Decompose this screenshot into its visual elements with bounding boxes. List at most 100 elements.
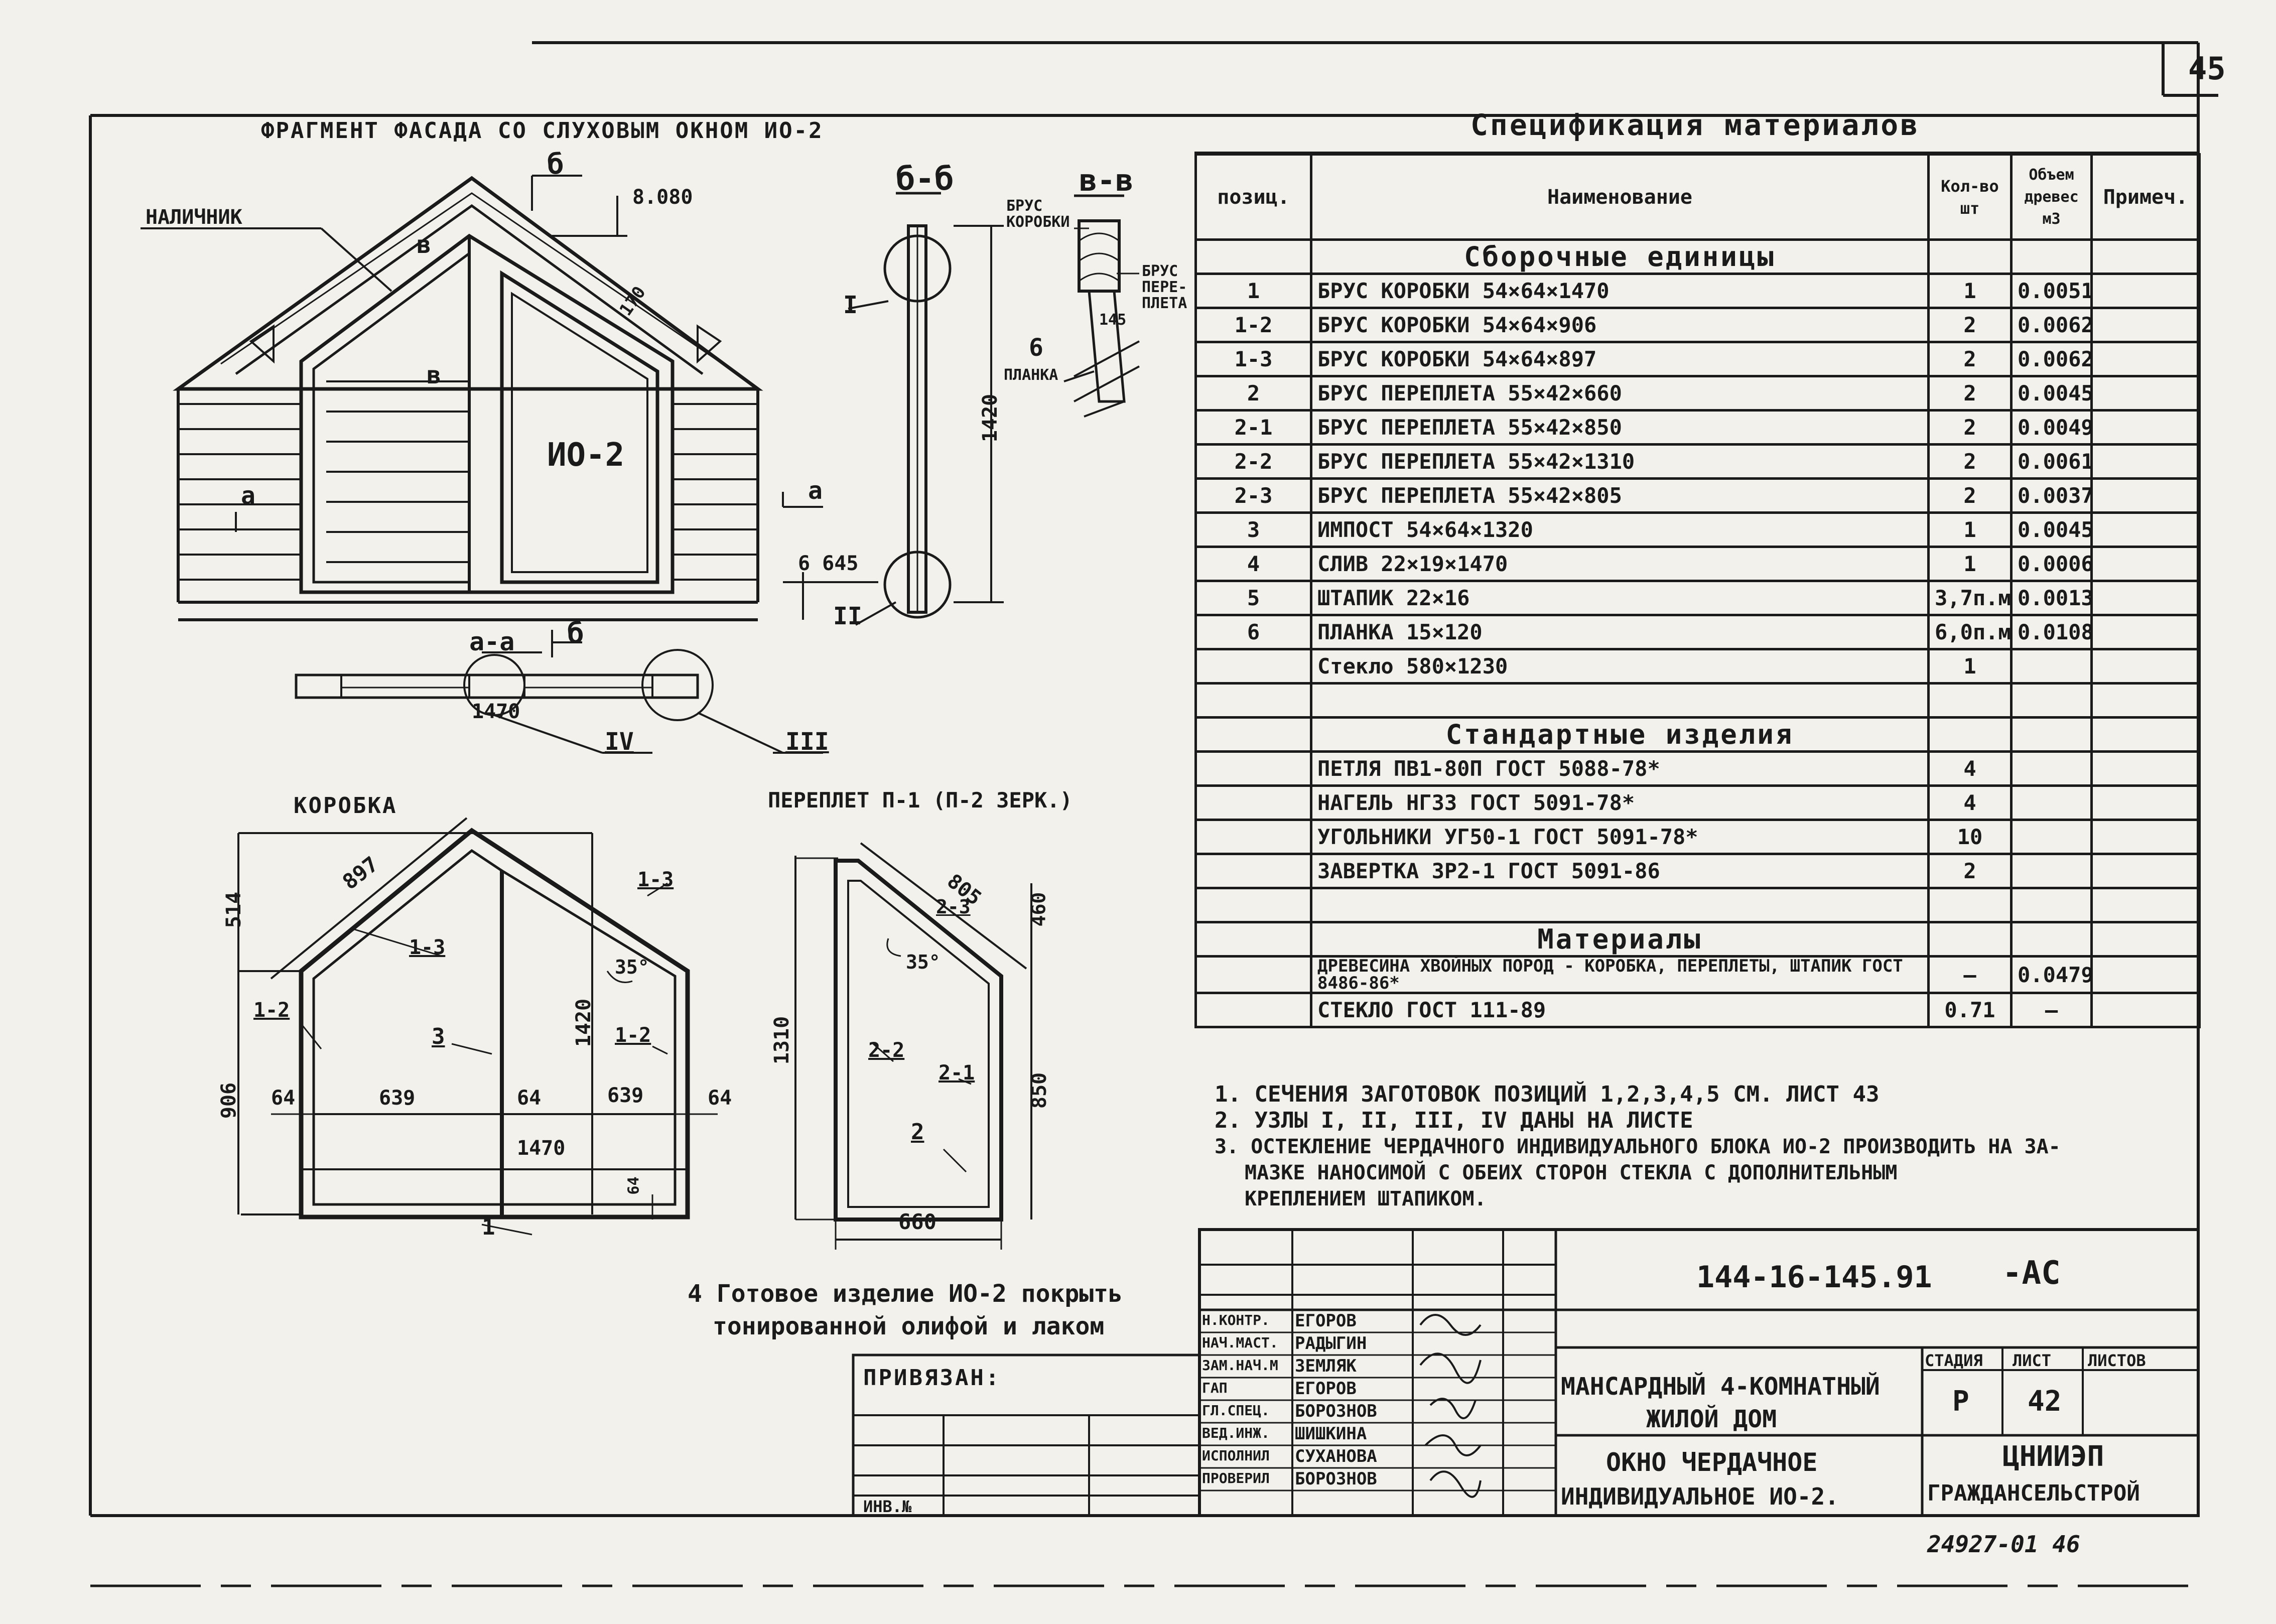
- box-dim-639b: 639: [607, 1084, 644, 1107]
- spec-cell: —: [2010, 992, 2093, 1028]
- spec-cell: 2-3: [1194, 477, 1312, 514]
- spec-cell: 6: [1194, 614, 1312, 650]
- spec-section-row: Сборочные единицы: [1194, 238, 2201, 275]
- table-row: ПЕТЛЯ ПВ1-80П ГОСТ 5088-78*4: [1194, 750, 2201, 787]
- spec-cell: [2090, 443, 2201, 480]
- spec-cell: [2010, 819, 2093, 855]
- staff-name: РАДЫГИН: [1295, 1333, 1367, 1354]
- spec-cell: 2: [1927, 307, 2013, 343]
- spec-cell: [2090, 921, 2201, 958]
- section-bb-node-2: II: [833, 602, 862, 630]
- spec-cell: [2090, 477, 2201, 514]
- note-2: 2. УЗЛЫ I, II, III, IV ДАНЫ НА ЛИСТЕ: [1215, 1108, 1693, 1133]
- spec-cell: 1: [1194, 273, 1312, 309]
- spec-cell: [2090, 341, 2201, 377]
- sash-dim-660: 660: [898, 1209, 936, 1234]
- note-3: 3. ОСТЕКЛЕНИЕ ЧЕРДАЧНОГО ИНДИВИДУАЛЬНОГО…: [1215, 1135, 2061, 1158]
- spec-cell: [2010, 648, 2093, 685]
- spec-cell: 2: [1927, 375, 2013, 412]
- spec-cell: 4: [1194, 546, 1312, 582]
- spec-cell: ДРЕВЕСИНА ХВОЙНЫХ ПОРОД - КОРОБКА, ПЕРЕП…: [1310, 955, 1930, 994]
- staff-role: ГЛ.СПЕЦ.: [1202, 1402, 1270, 1419]
- spec-cell: [1194, 921, 1312, 958]
- spec-cell: [2090, 784, 2201, 821]
- box-part-3: 3: [432, 1024, 445, 1049]
- spec-cell: 2: [1194, 375, 1312, 412]
- spec-cell: 0.0062: [2010, 307, 2093, 343]
- spec-cell: СТЕКЛО ГОСТ 111-89: [1310, 992, 1930, 1028]
- spec-cell: ИМПОСТ 54×64×1320: [1310, 511, 1930, 548]
- box-part-1-3a: 1-3: [409, 936, 446, 959]
- facade-cut-a-right: а: [808, 477, 823, 505]
- spec-cell: [2090, 648, 2201, 685]
- spec-cell: 1: [1927, 273, 2013, 309]
- spec-cell: [1194, 750, 1312, 787]
- spec-header-qty: Кол-во шт: [1927, 153, 2013, 241]
- box-dim-64a: 64: [271, 1087, 296, 1110]
- spec-cell: [2090, 273, 2201, 309]
- spec-cell: [2090, 238, 2201, 275]
- spec-cell: БРУС ПЕРЕПЛЕТА 55×42×660: [1310, 375, 1930, 412]
- spec-cell: 0.0051: [2010, 273, 2093, 309]
- box-dim-1420: 1420: [572, 998, 596, 1047]
- spec-cell: 0.0006: [2010, 546, 2093, 582]
- sash-part-2-1: 2-1: [939, 1061, 975, 1085]
- facade-nalichnik: НАЛИЧНИК: [146, 206, 242, 229]
- spec-section-row: Материалы: [1194, 921, 2201, 958]
- box-title: КОРОБКА: [294, 793, 397, 819]
- spec-cell: 2: [1927, 341, 2013, 377]
- stage-value: Р: [1952, 1385, 1969, 1418]
- staff-role: Н.КОНТР.: [1202, 1312, 1270, 1328]
- spec-cell: 10: [1927, 819, 2013, 855]
- note-3-end: КРЕПЛЕНИЕМ ШТАПИКОМ.: [1245, 1187, 1487, 1210]
- sheet-title-line-1: ОКНО ЧЕРДАЧНОЕ: [1606, 1448, 1818, 1477]
- spec-cell: [2090, 614, 2201, 650]
- sheet-number: 45: [2188, 50, 2226, 87]
- spec-cell: [1310, 682, 1930, 719]
- spec-cell: [1194, 955, 1312, 994]
- spec-cell: [1194, 784, 1312, 821]
- section-bb-title: б-б: [896, 161, 954, 198]
- sash-title: ПЕРЕПЛЕТ П-1 (П-2 ЗЕРК.): [768, 788, 1073, 813]
- staff-role: ИСПОЛНИЛ: [1202, 1447, 1270, 1464]
- spec-cell: 0.0108: [2010, 614, 2093, 650]
- spec-cell: 0.0049: [2010, 409, 2093, 446]
- spec-cell: 2: [1927, 853, 2013, 889]
- spec-section-title: Сборочные единицы: [1310, 238, 1930, 275]
- spec-cell: [2090, 853, 2201, 889]
- spec-cell: ШТАПИК 22×16: [1310, 580, 1930, 616]
- spec-cell: [2010, 682, 2093, 719]
- section-bb-dim: 1420: [979, 393, 1002, 443]
- spec-cell: [1927, 238, 2013, 275]
- staff-role: ВЕД.ИНЖ.: [1202, 1425, 1270, 1441]
- spec-cell: 2-1: [1194, 409, 1312, 446]
- spec-cell: [2010, 853, 2093, 889]
- table-row: УГОЛЬНИКИ УГ50-1 ГОСТ 5091-78*10: [1194, 819, 2201, 855]
- spec-header-volume: Объем древес м3: [2010, 153, 2093, 241]
- spec-cell: [1927, 716, 2013, 753]
- stage-label: СТАДИЯ: [1925, 1351, 1983, 1370]
- staff-role: ЗАМ.НАЧ.М: [1202, 1357, 1278, 1374]
- spec-cell: [2090, 375, 2201, 412]
- staff-name: ЗЕМЛЯК: [1295, 1356, 1357, 1376]
- spec-cell: 2: [1927, 443, 2013, 480]
- sheet-label: ЛИСТ: [2013, 1351, 2052, 1370]
- sheet-title-line-2: ИНДИВИДУАЛЬНОЕ ИО-2.: [1561, 1483, 1839, 1510]
- spec-cell: [1194, 853, 1312, 889]
- staff-name: ШИШКИНА: [1295, 1424, 1367, 1444]
- spec-cell: [2090, 682, 2201, 719]
- spec-header-note: Примеч.: [2090, 153, 2201, 241]
- spec-cell: ПЛАНКА 15×120: [1310, 614, 1930, 650]
- box-dim-906: 906: [217, 1082, 241, 1119]
- staff-role: НАЧ.МАСТ.: [1202, 1334, 1278, 1351]
- spec-cell: 1-3: [1194, 341, 1312, 377]
- spec-cell: [2010, 716, 2093, 753]
- spec-cell: ЗАВЕРТКА ЗР2-1 ГОСТ 5091-86: [1310, 853, 1930, 889]
- note-4-line-1: 4 Готовое изделие ИО-2 покрыть: [688, 1280, 1123, 1308]
- sash-part-2-3: 2-3: [936, 896, 971, 918]
